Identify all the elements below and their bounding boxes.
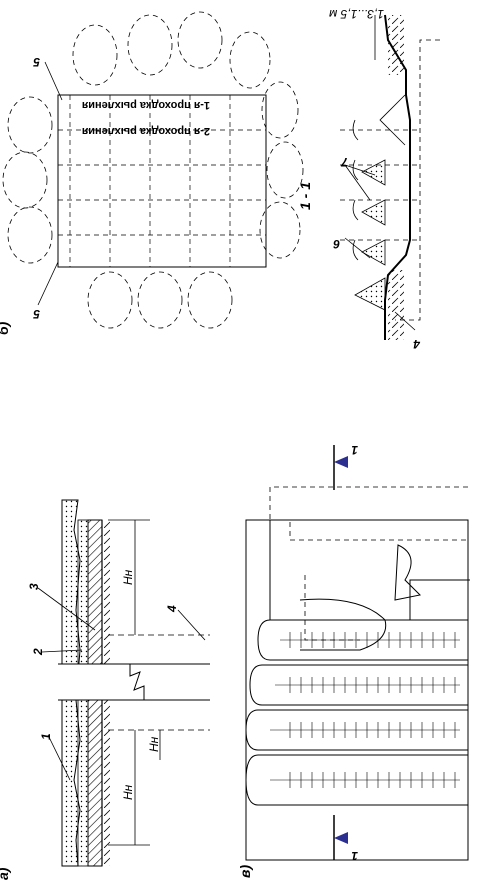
break-zigzag xyxy=(129,664,145,700)
section-1-1: 6 7 4 1 - 1 1,3...1,5 м xyxy=(297,7,440,351)
leader-4b xyxy=(394,311,416,331)
label-2: 2 xyxy=(31,648,45,656)
mound-1 xyxy=(361,239,386,266)
ripper-arrows xyxy=(352,119,359,261)
bulldozer-blade xyxy=(394,544,422,601)
label-6: 6 xyxy=(333,237,340,251)
section-dash-lines xyxy=(340,129,420,241)
tine-marks xyxy=(270,639,460,781)
loosened-boundary xyxy=(395,39,440,321)
cut-label-top: 1 xyxy=(351,443,358,457)
leader-1 xyxy=(47,734,71,781)
dashed-step-3 xyxy=(304,575,360,641)
tine-ticks xyxy=(289,632,456,788)
leader-4 xyxy=(177,609,206,641)
label-5-top: 5 xyxy=(33,55,40,69)
leader-7b xyxy=(344,164,376,176)
mound-4 xyxy=(379,94,406,146)
loosening-lobes xyxy=(2,11,304,329)
dim-hn-left: Hн xyxy=(121,569,135,585)
mound-3 xyxy=(361,159,386,186)
cut-arrow-top xyxy=(334,456,348,468)
break-gap xyxy=(56,664,216,700)
label-panel-b: б) xyxy=(0,321,11,335)
cut-label-bottom: 1 xyxy=(351,849,358,863)
pass-2-label: 2-я проходка рыхления xyxy=(82,125,210,137)
panel-a: а) 1 2 3 4 Hн Hн Hн xyxy=(0,499,216,880)
label-4-section: 4 xyxy=(413,337,421,351)
label-panel-a: а) xyxy=(0,867,11,880)
mound-2 xyxy=(361,199,386,226)
leader-5-top xyxy=(44,61,63,101)
dim-sub: Hн xyxy=(147,736,161,752)
cut-arrow-bottom xyxy=(334,832,348,844)
label-4: 4 xyxy=(165,605,179,613)
label-panel-v: в) xyxy=(237,865,253,878)
leader-3 xyxy=(37,587,96,631)
dashed-step-2 xyxy=(289,519,468,541)
plan-grid xyxy=(58,95,266,267)
leader-2 xyxy=(41,649,83,653)
dim-hn-right: Hн xyxy=(121,784,135,800)
profile-ground-2 xyxy=(388,270,404,340)
pass-1-label: 1-я проходка рыхления xyxy=(82,99,210,111)
panel-b: 1-я проходка рыхления 2-я проходка рыхле… xyxy=(0,11,304,335)
label-5-bottom: 5 xyxy=(33,307,40,321)
plan-rect xyxy=(57,94,267,268)
leader-5-bottom xyxy=(37,261,59,306)
mound-left xyxy=(354,277,386,311)
plan-outline xyxy=(245,519,469,861)
leader-7a xyxy=(344,164,371,201)
label-7: 7 xyxy=(340,155,348,169)
leader-6 xyxy=(344,237,371,259)
bulldozer-step xyxy=(269,520,470,621)
dashed-step-1 xyxy=(269,486,468,520)
label-1: 1 xyxy=(39,733,53,740)
panel-v: 1 1 в) xyxy=(237,443,470,878)
label-3: 3 xyxy=(27,583,41,590)
section-title: 1 - 1 xyxy=(297,182,313,210)
depth-label: 1,3...1,5 м xyxy=(329,7,384,21)
profile-ground xyxy=(388,15,404,75)
ripper-passes xyxy=(245,598,468,806)
